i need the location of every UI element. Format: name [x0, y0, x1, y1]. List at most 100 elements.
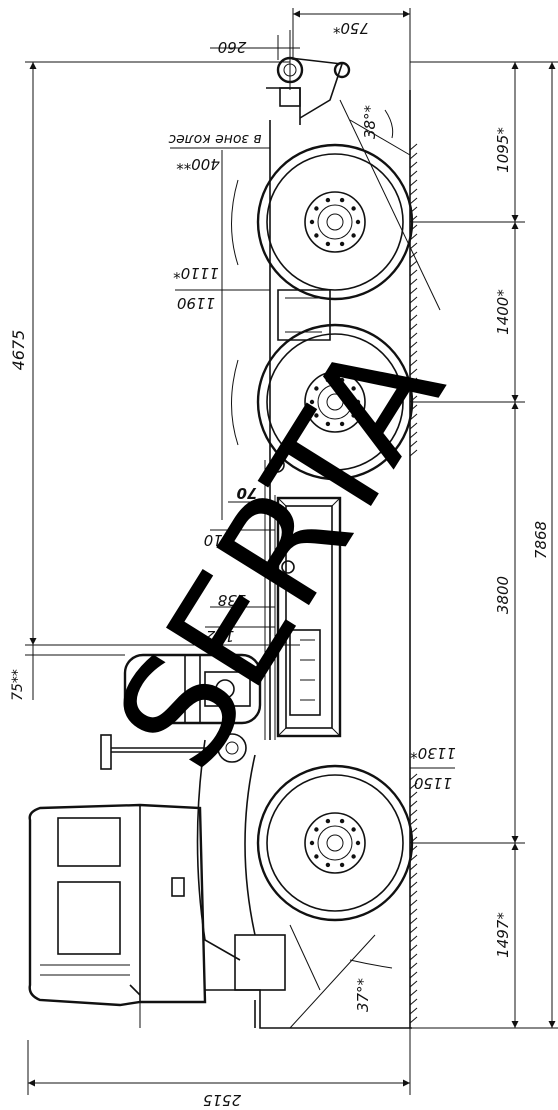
ground-hatch-mark — [409, 899, 418, 907]
ground-hatch-mark — [409, 980, 418, 988]
angle-37: 37°* — [289, 934, 393, 1029]
ground-hatch-mark — [409, 818, 418, 826]
ground-hatch-mark — [409, 908, 418, 916]
dim-label-1497: 1497* — [494, 912, 512, 958]
dim-1130-1150: 1130* 1150 — [410, 744, 456, 792]
ground-hatch-mark — [409, 287, 418, 295]
ground-hatch-mark — [409, 782, 418, 790]
wheel-bolt — [314, 386, 319, 391]
cylinder-tank — [123, 653, 262, 725]
wheel-bolt — [351, 386, 356, 391]
ground-hatch-mark — [409, 377, 418, 385]
wheel-bolt — [351, 206, 356, 211]
angle-label-38: 38°* — [361, 104, 379, 139]
ground-hatch-mark — [409, 800, 418, 808]
wheel-bolt — [314, 413, 319, 418]
dim-bottom-2515: 2515 — [27, 1028, 411, 1109]
wheel-bolt — [309, 399, 315, 405]
ground-hatch-mark — [409, 809, 418, 817]
dim-label-75: 75** — [10, 669, 26, 701]
front-wheel — [256, 764, 414, 922]
wheel-bolt — [309, 219, 315, 225]
dim-label-1110: 1110* — [173, 264, 219, 282]
ground-hatch-mark — [409, 152, 418, 160]
ground-hatch-mark — [409, 890, 418, 898]
wheel-bolt — [339, 241, 345, 247]
ground-hatch-mark — [409, 260, 418, 268]
ground-hatch-mark — [409, 953, 418, 961]
ground-hatch-mark — [409, 863, 418, 871]
dim-label-1150: 1150 — [414, 774, 452, 792]
wheel-bolt — [314, 827, 319, 832]
front-lower-body — [205, 924, 412, 1029]
wheel-bolt — [339, 197, 345, 203]
ground-hatch-mark — [409, 278, 418, 286]
ground-hatch-mark — [409, 314, 418, 322]
rear-wheel-top — [256, 143, 414, 301]
ground-hatch-mark — [409, 323, 418, 331]
dim-260: 260 — [210, 35, 300, 60]
wheel-bolt — [325, 197, 331, 203]
ground-hatch-mark — [409, 1007, 418, 1015]
ground-hatch-mark — [409, 962, 418, 970]
ground-hatch-mark — [409, 989, 418, 997]
exhaust-pipe — [100, 733, 247, 770]
dim-label-4675: 4675 — [9, 330, 28, 371]
wheel-bolt — [314, 854, 319, 859]
dim-label-7868: 7868 — [532, 521, 550, 559]
dim-label-1190: 1190 — [177, 294, 215, 312]
ground-hatch-mark — [409, 449, 418, 457]
dim-label-400: 400** — [176, 155, 220, 173]
ground-hatch-mark — [409, 242, 418, 250]
ground-hatch-mark — [409, 944, 418, 952]
note-wheel-zone: в зоне колес 400** — [168, 131, 270, 520]
dim-label-70: 70 — [237, 484, 258, 502]
wheel-bolt — [339, 377, 345, 383]
angle-label-37: 37°* — [354, 977, 372, 1012]
ground-hatch-mark — [409, 143, 418, 151]
dim-label-3800: 3800 — [494, 576, 512, 614]
ground-hatch-mark — [409, 179, 418, 187]
dim-label-110: 110 — [204, 531, 233, 549]
dim-label-1130: 1130* — [410, 744, 456, 762]
wheel-bolt — [325, 421, 331, 427]
wheel-bolt — [351, 233, 356, 238]
wheel-bolt — [325, 862, 331, 868]
wheel-bolt — [325, 377, 331, 383]
wheel-bolt — [309, 840, 315, 846]
frame — [264, 120, 331, 740]
ground-hatch-mark — [409, 917, 418, 925]
dim-label-750: 750* — [332, 19, 369, 37]
wheel-bolt — [355, 219, 361, 225]
wheel-bolt — [339, 818, 345, 824]
dim-label-1095: 1095* — [494, 127, 512, 173]
ground-hatch-mark — [409, 368, 418, 376]
coupling-assembly — [266, 30, 351, 125]
dim-label-2515: 2515 — [203, 1091, 241, 1109]
dim-label-138: 138 — [218, 591, 247, 609]
ground-hatch-mark — [409, 422, 418, 430]
dim-label-1400: 1400* — [494, 289, 512, 335]
dim-70-110: 70 110 — [204, 484, 275, 549]
wheel-bolt — [339, 421, 345, 427]
wheel-bolt — [351, 827, 356, 832]
dim-right-chain: 1095* 1400* 3800 1497* 7868 — [410, 61, 558, 1029]
wheel-bolt — [325, 818, 331, 824]
note-wheel-zone-label: в зоне колес — [168, 131, 262, 147]
ground-hatch-mark — [409, 773, 418, 781]
ground-hatch-mark — [409, 431, 418, 439]
ground-hatch-mark — [409, 359, 418, 367]
ground-hatch-mark — [409, 341, 418, 349]
dim-1110-1190: 1110* 1190 — [173, 264, 270, 312]
wheel-bolt — [339, 862, 345, 868]
ground-hatch-mark — [409, 1016, 418, 1024]
ground-hatch-mark — [409, 926, 418, 934]
wheel-bolt — [355, 399, 361, 405]
ground-hatch-mark — [409, 269, 418, 277]
wheel-bolt — [355, 840, 361, 846]
cab — [28, 803, 207, 1028]
wheel-bolt — [314, 233, 319, 238]
ground-hatch-mark — [409, 332, 418, 340]
ground-hatch-mark — [409, 872, 418, 880]
